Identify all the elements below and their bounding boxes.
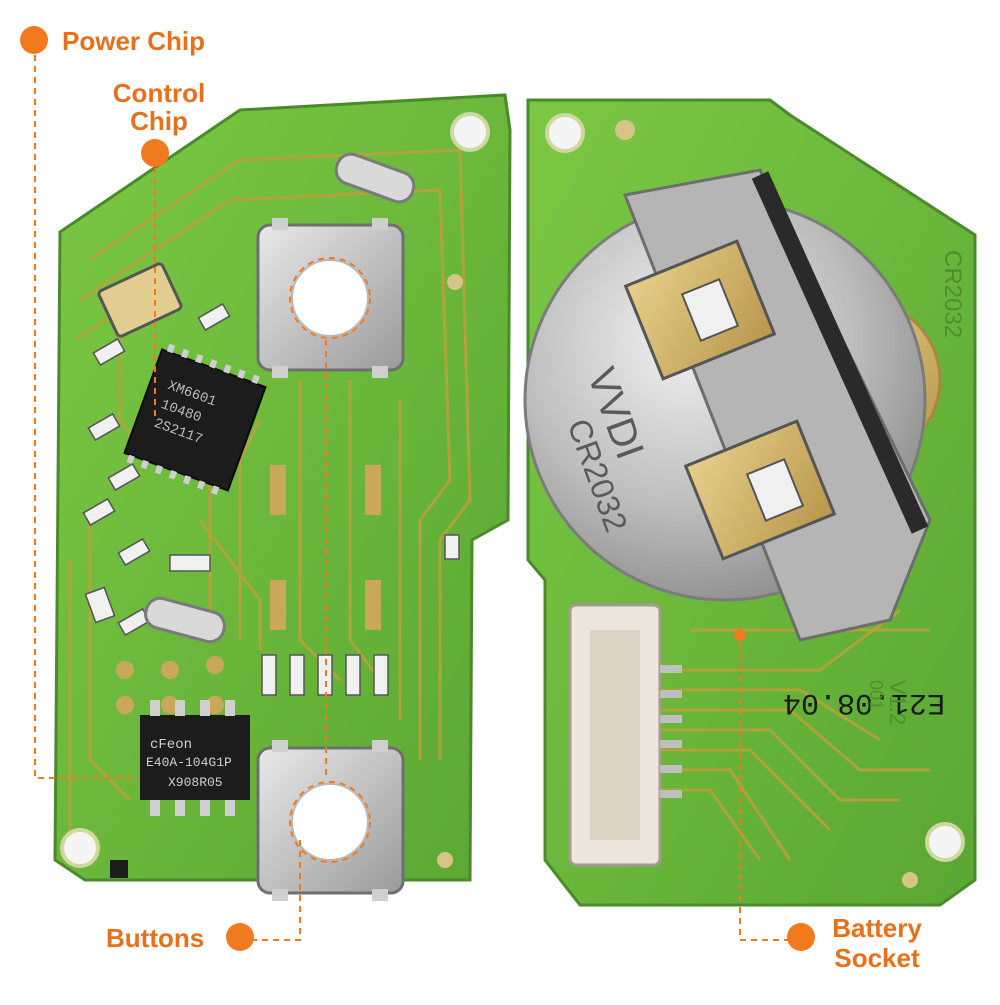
edge-print: CR2032	[939, 250, 966, 338]
power-chip-leader	[34, 55, 140, 779]
power-chip-marking-2: E40A-104G1P	[146, 755, 232, 770]
control-chip-label-line1: Control	[112, 78, 206, 108]
buttons-callout-dot	[226, 923, 254, 951]
callout-leader-lines	[34, 55, 790, 941]
right-board: VVDI CR2032 CR2032 E21.08.04 V1.2 001	[523, 98, 977, 907]
buttons-label: Buttons	[106, 923, 205, 953]
board-code: E21.08.04	[783, 685, 945, 719]
battery-socket-connector	[568, 603, 682, 867]
left-board: XM6601 10480 2S2117	[53, 93, 512, 901]
power-chip-callout-dot	[20, 26, 48, 54]
control-chip-callout-dot	[141, 139, 169, 167]
control-chip-label-line2: Chip	[130, 106, 188, 136]
power-chip-label: Power Chip	[62, 26, 206, 56]
battery-socket-callout-dot	[787, 923, 815, 951]
buttons-leader	[240, 840, 301, 941]
battery-socket-leader	[739, 640, 790, 941]
battery-socket-label-line2: Socket	[834, 943, 920, 973]
battery-holder: VVDI CR2032	[523, 168, 932, 642]
battery-socket-label-line1: Battery	[832, 913, 922, 943]
power-chip: cFeon E40A-104G1P X908R05	[140, 700, 250, 816]
board-version: V1.2	[885, 680, 910, 725]
power-chip-marking-1: cFeon	[150, 737, 192, 753]
button-top	[256, 218, 405, 378]
button-bottom	[256, 740, 405, 901]
control-chip: XM6601 10480 2S2117	[123, 343, 267, 495]
board-version-2: 001	[866, 680, 886, 710]
power-chip-marking-3: X908R05	[168, 775, 223, 790]
